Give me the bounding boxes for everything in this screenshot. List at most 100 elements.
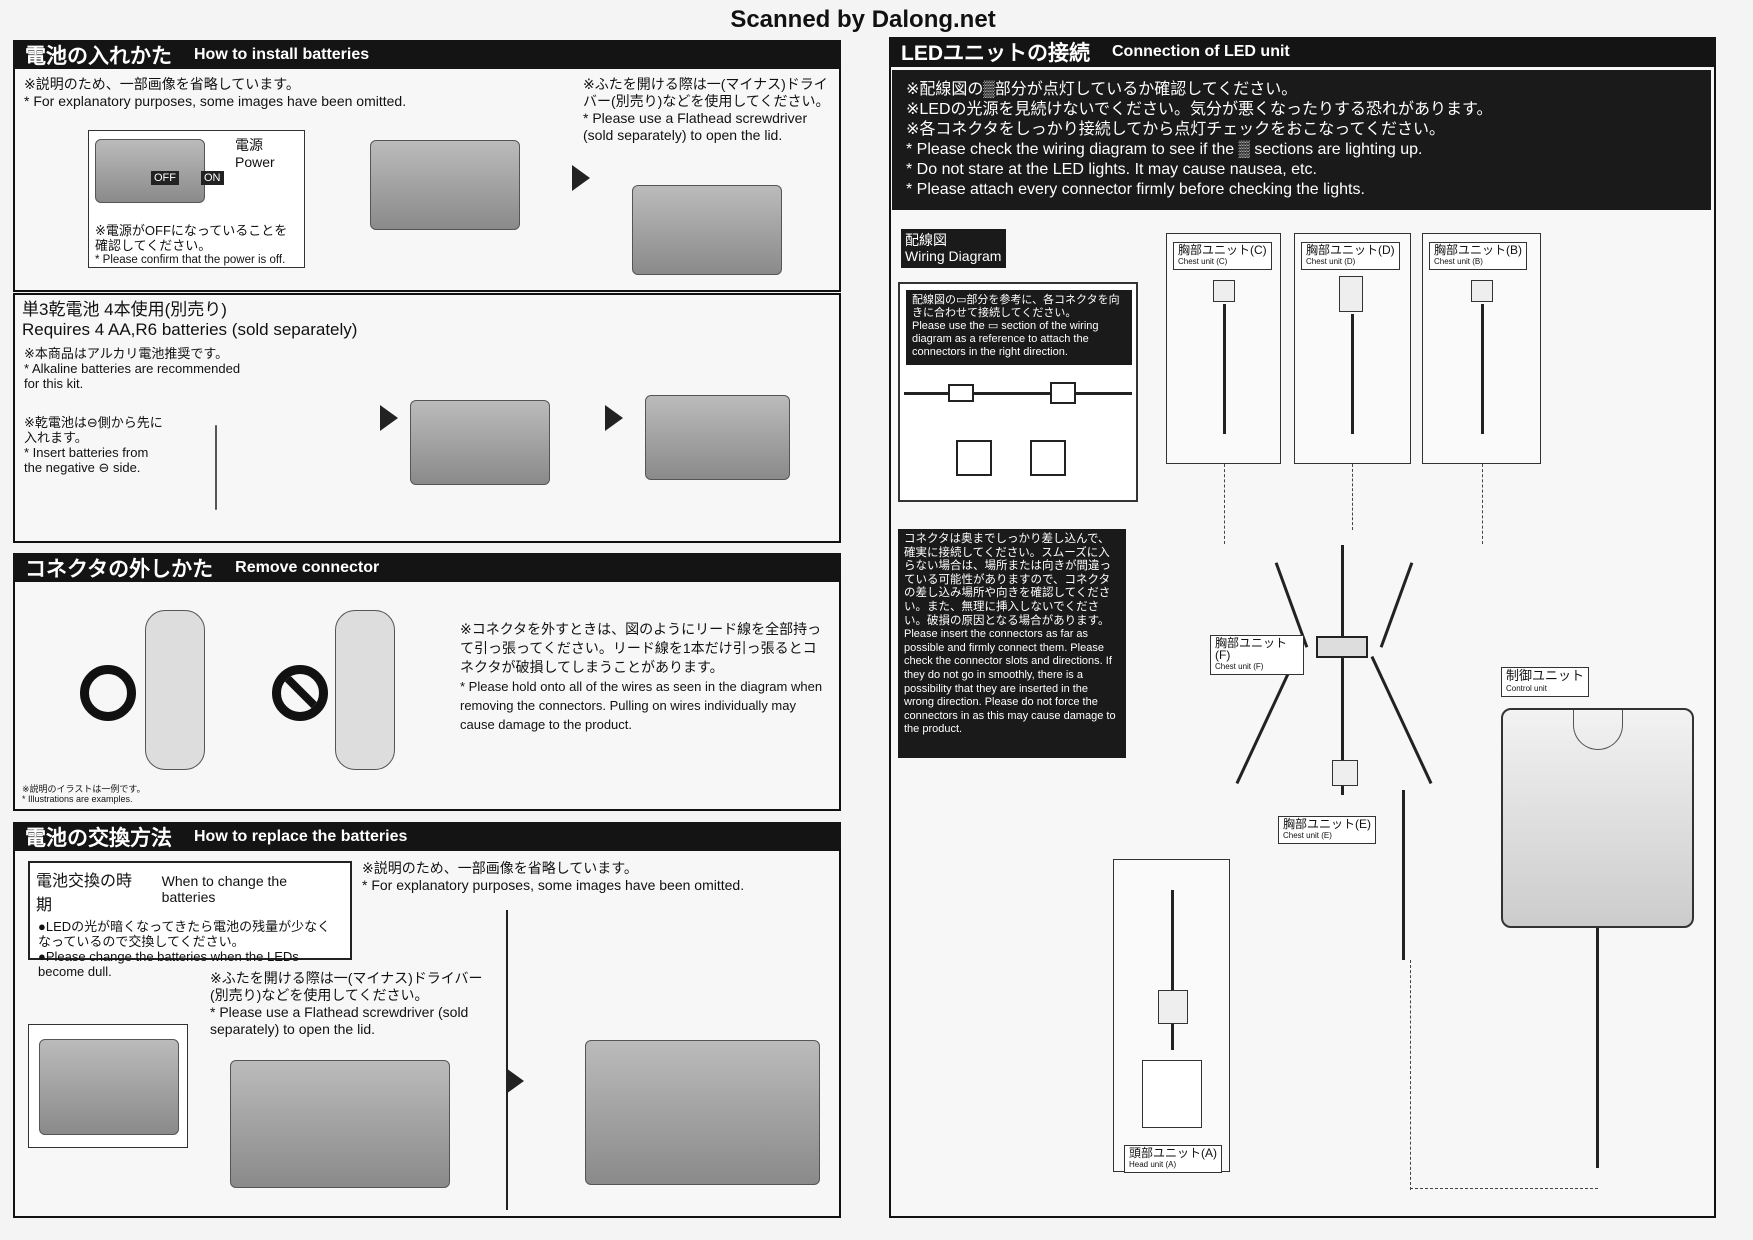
- arrow-icon: [605, 405, 623, 431]
- example-note: ※説明のイラストは一例です。* Illustrations are exampl…: [22, 784, 145, 804]
- unit-c-en: Chest unit (C): [1178, 257, 1228, 266]
- remove-header: コネクタの外しかた Remove connector: [13, 553, 841, 582]
- ctrl-en: Control unit: [1506, 684, 1547, 693]
- unit-e-en: Chest unit (E): [1283, 831, 1332, 840]
- hand-illustration: [145, 610, 205, 770]
- replace-title-jp: 電池の交換方法: [25, 826, 172, 850]
- guide-line: [1352, 464, 1353, 530]
- unit-d-jp: 胸部ユニット(D): [1306, 243, 1395, 257]
- rlid-jp: ※ふたを開ける際は一(マイナス)ドライバー(別売り)などを使用してください。: [210, 970, 483, 1003]
- ctrl-jp: 制御ユニット: [1506, 668, 1585, 683]
- wiring-jp: 配線図: [905, 232, 947, 248]
- notice-line: ※各コネクタをしっかり接続してから点灯チェックをおこなってください。: [906, 121, 1446, 138]
- hub-connector: [1316, 636, 1368, 658]
- unit-d-en: Chest unit (D): [1306, 257, 1356, 266]
- led-title-jp: LEDユニットの接続: [901, 42, 1090, 65]
- on-label: ON: [201, 171, 224, 185]
- connector-wire: [904, 392, 1132, 395]
- confirm-jp: ※電源がOFFになっていることを確認してください。: [95, 223, 288, 253]
- unit-f-jp: 胸部ユニット(F): [1215, 636, 1288, 662]
- chest-unit-f-label: 胸部ユニット(F)Chest unit (F): [1210, 635, 1304, 675]
- unit-c-jp: 胸部ユニット(C): [1178, 243, 1267, 257]
- lid-close-illustration: [410, 400, 550, 485]
- hand-illustration-wrong: [335, 610, 395, 770]
- insert-note: コネクタは奥までしっかり差し込んで、確実に接続してください。スムーズに入らない場…: [898, 529, 1126, 758]
- arrow-icon: [572, 165, 590, 191]
- connector-icon: [1050, 382, 1076, 404]
- battery-insert-illustration: [215, 425, 217, 510]
- connector-icon: [948, 384, 974, 402]
- box-closed-illustration: [645, 395, 790, 480]
- socket-icon: [956, 440, 992, 476]
- head-unit-a: 頭部ユニット(A)Head unit (A): [1113, 859, 1230, 1173]
- install-header: 電池の入れかた How to install batteries: [13, 40, 841, 69]
- led-header: LEDユニットの接続 Connection of LED unit: [889, 37, 1716, 67]
- ex-jp: ※説明のイラストは一例です。: [22, 784, 146, 794]
- lid-en: * Please use a Flathead screwdriver (sol…: [583, 110, 808, 143]
- prohibited-icon: [272, 665, 328, 721]
- install-title-jp: 電池の入れかた: [25, 44, 172, 68]
- battery-box-open: [632, 185, 782, 275]
- battery-box-illustration: [95, 139, 205, 203]
- notice-line: ※LEDの光源を見続けないでください。気分が悪くなったりする恐れがあります。: [906, 101, 1493, 118]
- rnote-en: * For explanatory purposes, some images …: [362, 877, 745, 893]
- when-bullet: ●LEDの光が暗くなってきたら電池の残量が少なくなっているので交換してください。…: [30, 919, 350, 979]
- arrow-icon: [380, 405, 398, 431]
- ex-en: * Illustrations are examples.: [22, 794, 133, 804]
- unit-a-en: Head unit (A): [1129, 1160, 1177, 1169]
- ref-en: Please use the ▭ section of the wiring d…: [912, 320, 1099, 358]
- when-en: When to change the batteries: [161, 873, 287, 905]
- watermark: Scanned by Dalong.net: [730, 6, 996, 33]
- replace-batteries-illustration: [585, 1040, 820, 1185]
- chest-unit-c: 胸部ユニット(C)Chest unit (C): [1166, 233, 1281, 464]
- alkaline-note: ※本商品はアルカリ電池推奨です。* Alkaline batteries are…: [24, 346, 244, 391]
- unit-e-jp: 胸部ユニット(E): [1283, 817, 1371, 831]
- unit-f-en: Chest unit (F): [1215, 662, 1264, 671]
- replace-note: ※説明のため、一部画像を省略しています。* For explanatory pu…: [362, 860, 782, 894]
- guide-line: [1224, 464, 1225, 544]
- neg-en: * Insert batteries from the negative ⊖ s…: [24, 445, 149, 475]
- control-wire: [1596, 928, 1599, 1168]
- unit-b-jp: 胸部ユニット(B): [1434, 243, 1522, 257]
- insert-en: Please insert the connectors as far as p…: [904, 628, 1116, 736]
- ref-jp: 配線図の▭部分を参考に、各コネクタを向きに合わせて接続してください。: [912, 294, 1120, 319]
- unit-b-en: Chest unit (B): [1434, 257, 1483, 266]
- rnote-jp: ※説明のため、一部画像を省略しています。: [362, 860, 638, 876]
- batteries-title-jp: 単3乾電池 4本使用(別売り): [22, 300, 227, 319]
- negative-note: ※乾電池は⊖側から先に入れます。* Insert batteries from …: [24, 415, 164, 475]
- remove-jp: ※コネクタを外すときは、図のようにリード線を全部持って引っ張ってください。リード…: [460, 621, 822, 675]
- b1-en: ●Please change the batteries when the LE…: [38, 949, 299, 979]
- led-notice: ※配線図の▒部分が点灯しているか確認してください。 ※LEDの光源を見続けないで…: [892, 70, 1711, 210]
- lid-note: ※ふたを開ける際は一(マイナス)ドライバー(別売り)などを使用してください。* …: [583, 76, 833, 144]
- batteries-title: 単3乾電池 4本使用(別売り)Requires 4 AA,R6 batterie…: [22, 300, 357, 340]
- guide-line: [1410, 1188, 1598, 1189]
- b1-jp: ●LEDの光が暗くなってきたら電池の残量が少なくなっているので交換してください。: [38, 919, 331, 949]
- harness-wire: [1341, 545, 1344, 795]
- box-open-illustration: [230, 1060, 450, 1188]
- note-en: * For explanatory purposes, some images …: [24, 93, 407, 109]
- install-note: ※説明のため、一部画像を省略しています。* For explanatory pu…: [24, 76, 564, 110]
- reference-text: 配線図の▭部分を参考に、各コネクタを向きに合わせて接続してください。Please…: [906, 290, 1132, 365]
- replace-title-en: How to replace the batteries: [194, 827, 408, 845]
- neg-jp: ※乾電池は⊖側から先に入れます。: [24, 415, 163, 445]
- control-unit: [1501, 708, 1694, 928]
- replace-header: 電池の交換方法 How to replace the batteries: [13, 822, 841, 851]
- confirm-note: ※電源がOFFになっていることを確認してください。* Please confir…: [95, 223, 300, 268]
- note-jp: ※説明のため、一部画像を省略しています。: [24, 76, 300, 92]
- power-jp: 電源: [235, 137, 263, 153]
- alk-en: * Alkaline batteries are recommended for…: [24, 361, 241, 391]
- remove-en: * Please hold onto all of the wires as s…: [460, 679, 823, 732]
- unit-a-jp: 頭部ユニット(A): [1129, 1146, 1217, 1160]
- install-title-en: How to install batteries: [194, 45, 370, 63]
- confirm-en: * Please confirm that the power is off.: [95, 254, 286, 266]
- switch-inset: [28, 1024, 188, 1148]
- off-label: OFF: [151, 171, 179, 185]
- notice-line: ※配線図の▒部分が点灯しているか確認してください。: [906, 81, 1298, 98]
- guide-line: [1482, 464, 1483, 544]
- guide-line: [1410, 960, 1411, 1190]
- plug-icon: [1030, 440, 1066, 476]
- chest-unit-e: 胸部ユニット(E)Chest unit (E): [1278, 760, 1384, 844]
